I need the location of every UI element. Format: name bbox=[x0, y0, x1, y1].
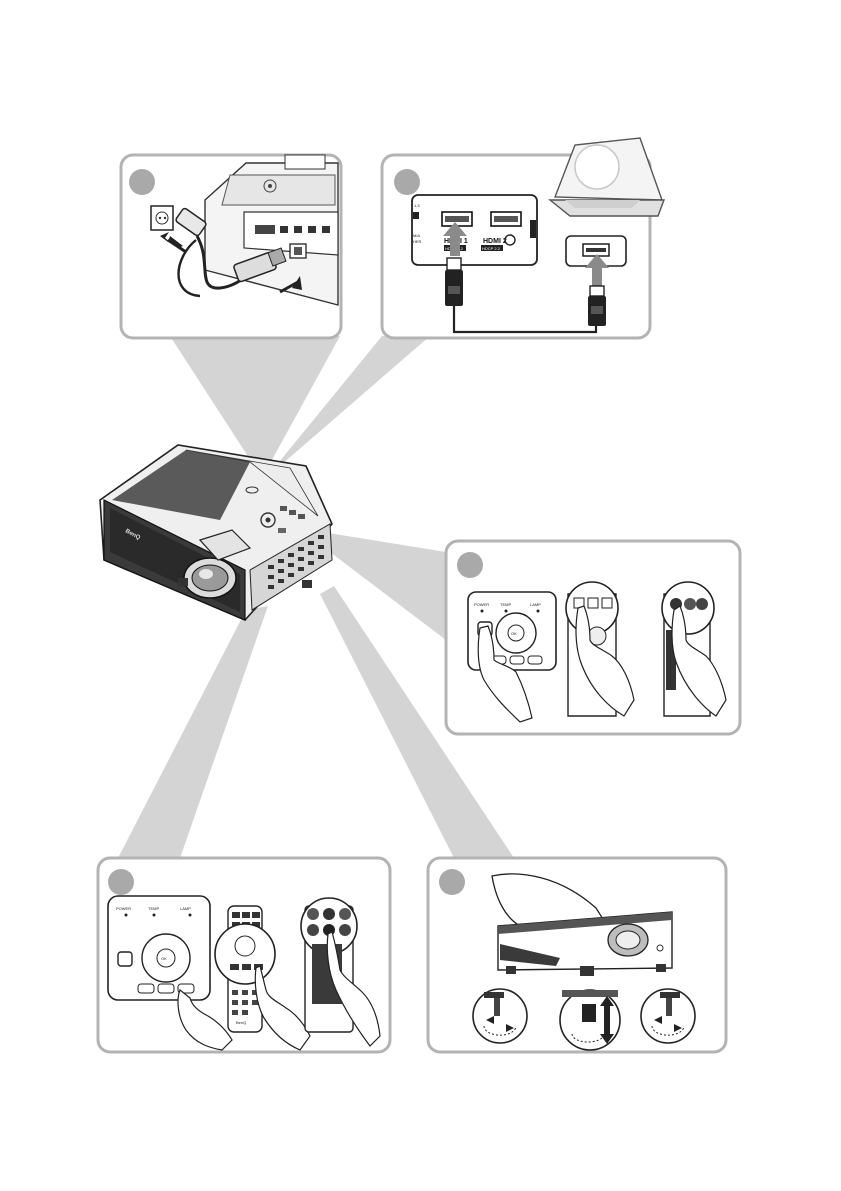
power-button-icon[interactable] bbox=[118, 952, 132, 966]
led-power-label: POWER bbox=[116, 906, 131, 911]
port-partial-top: 1.3 bbox=[414, 203, 420, 208]
adjuster-foot-icon bbox=[473, 989, 527, 1043]
step-badge-3 bbox=[457, 552, 483, 578]
led-temp-label: TEMP bbox=[500, 602, 511, 607]
rear-panel-port-strip bbox=[412, 195, 537, 265]
panel-hdmi-connection: 1.3 MIA HER HDMI 1 HDCP 2.2 HDMI 2 HDCP … bbox=[382, 138, 664, 338]
led-lamp-label: LAMP bbox=[530, 602, 541, 607]
panel-power-cord bbox=[121, 155, 341, 338]
ok-key-label: OK bbox=[161, 956, 167, 961]
step-badge-laptop bbox=[575, 145, 619, 189]
panel-power-on: POWER TEMP LAMP OK bbox=[446, 541, 740, 734]
step-badge-4 bbox=[108, 869, 134, 895]
laptop-icon bbox=[550, 138, 664, 216]
panel-adjust-angle bbox=[428, 858, 726, 1052]
led-power-label: POWER bbox=[474, 602, 489, 607]
beam-to-source bbox=[118, 606, 268, 858]
step-badge-2 bbox=[394, 169, 420, 195]
wall-socket-icon bbox=[151, 206, 173, 230]
hdmi-port-2-label: HDMI 2 bbox=[483, 238, 507, 245]
lens-icon bbox=[184, 558, 236, 598]
step-badge-1 bbox=[129, 169, 155, 195]
ok-key-label: OK bbox=[511, 631, 517, 636]
hdcp-badge-2: HDCP 2.2 bbox=[482, 246, 501, 251]
port-partial-left: MIA bbox=[413, 233, 420, 238]
hdmi-cable-icon bbox=[588, 286, 606, 326]
adjuster-foot-icon bbox=[641, 989, 695, 1043]
adjuster-foot-icon bbox=[560, 990, 620, 1050]
port-partial-left2: HER bbox=[413, 239, 422, 244]
led-lamp-label: LAMP bbox=[180, 906, 191, 911]
step-badge-5 bbox=[439, 869, 465, 895]
brand-logo: BenQ bbox=[236, 1020, 246, 1025]
panel-source-select: POWER TEMP LAMP OK BenQ bbox=[98, 858, 390, 1052]
projector-illustration: BenQ bbox=[100, 445, 332, 620]
led-temp-label: TEMP bbox=[148, 906, 159, 911]
